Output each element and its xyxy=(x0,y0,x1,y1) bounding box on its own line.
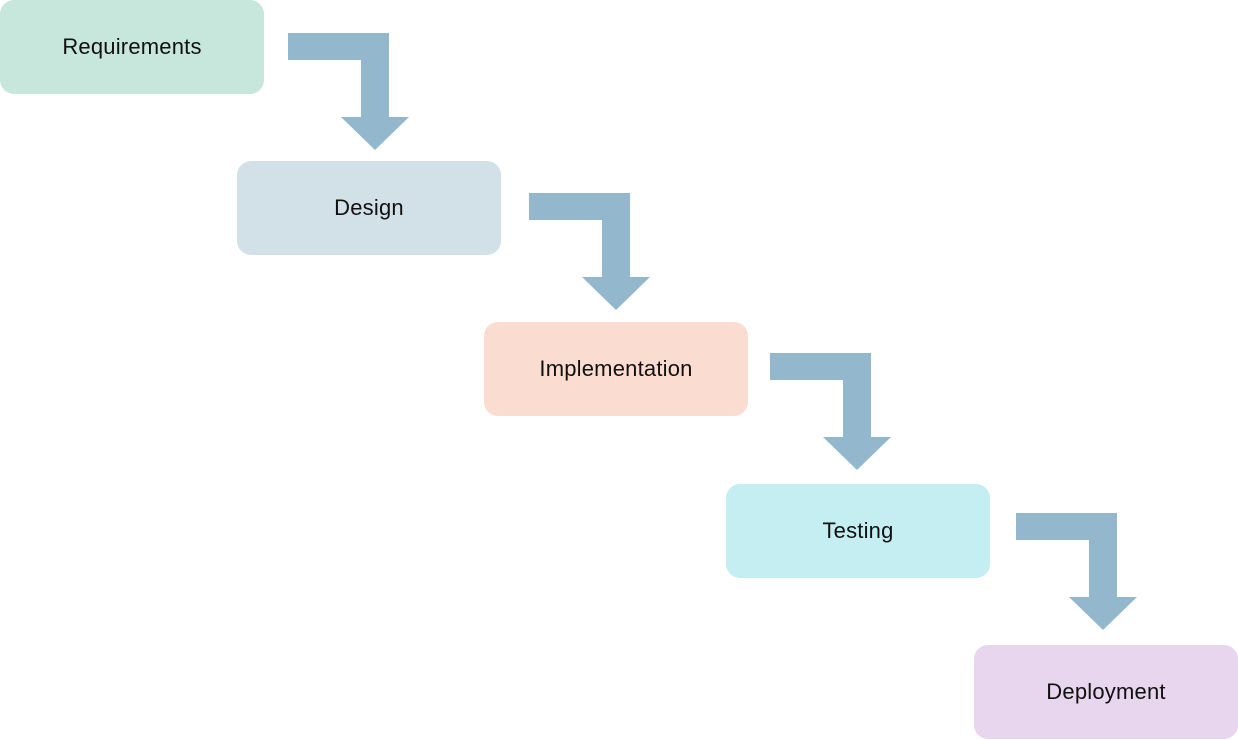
stage-label-implementation: Implementation xyxy=(539,356,693,381)
stage-design: Design xyxy=(237,161,501,255)
elbow-arrow-down-right-icon xyxy=(770,353,891,470)
elbow-arrow-down-right-icon xyxy=(529,193,650,310)
elbow-arrow-down-right-icon xyxy=(1016,513,1137,630)
stage-requirements: Requirements xyxy=(0,0,264,94)
stage-label-requirements: Requirements xyxy=(62,34,202,59)
stage-label-design: Design xyxy=(334,195,404,220)
arrow-1-shape xyxy=(529,193,650,310)
stage-implementation: Implementation xyxy=(484,322,748,416)
arrow-2-shape xyxy=(770,353,891,470)
stage-label-testing: Testing xyxy=(822,518,894,543)
arrow-3-shape xyxy=(1016,513,1137,630)
stage-testing: Testing xyxy=(726,484,990,578)
arrow-0-shape xyxy=(288,33,409,150)
stage-deployment: Deployment xyxy=(974,645,1238,739)
stage-label-deployment: Deployment xyxy=(1046,679,1166,704)
elbow-arrow-down-right-icon xyxy=(288,33,409,150)
